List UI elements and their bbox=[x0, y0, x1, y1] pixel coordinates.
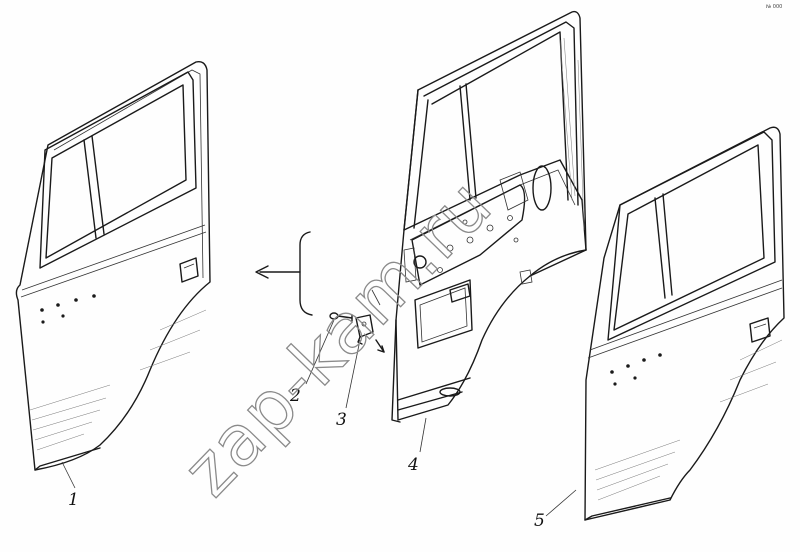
callout-4: 4 bbox=[407, 455, 419, 475]
corner-mark: № 000 bbox=[766, 4, 782, 10]
door-left bbox=[15, 60, 211, 471]
callout-2: 2 bbox=[289, 386, 301, 406]
callout-1: 1 bbox=[68, 490, 79, 510]
door-frame bbox=[391, 10, 587, 423]
hinge-part bbox=[355, 289, 385, 353]
callout-3: 3 bbox=[336, 410, 347, 430]
door-right bbox=[584, 126, 785, 521]
leader-lines bbox=[61, 319, 577, 517]
watermark-text: zap-kam.ru bbox=[167, 163, 507, 511]
callout-5: 5 bbox=[534, 511, 545, 531]
assembly-bracket bbox=[255, 231, 313, 316]
pin-part bbox=[329, 312, 353, 322]
